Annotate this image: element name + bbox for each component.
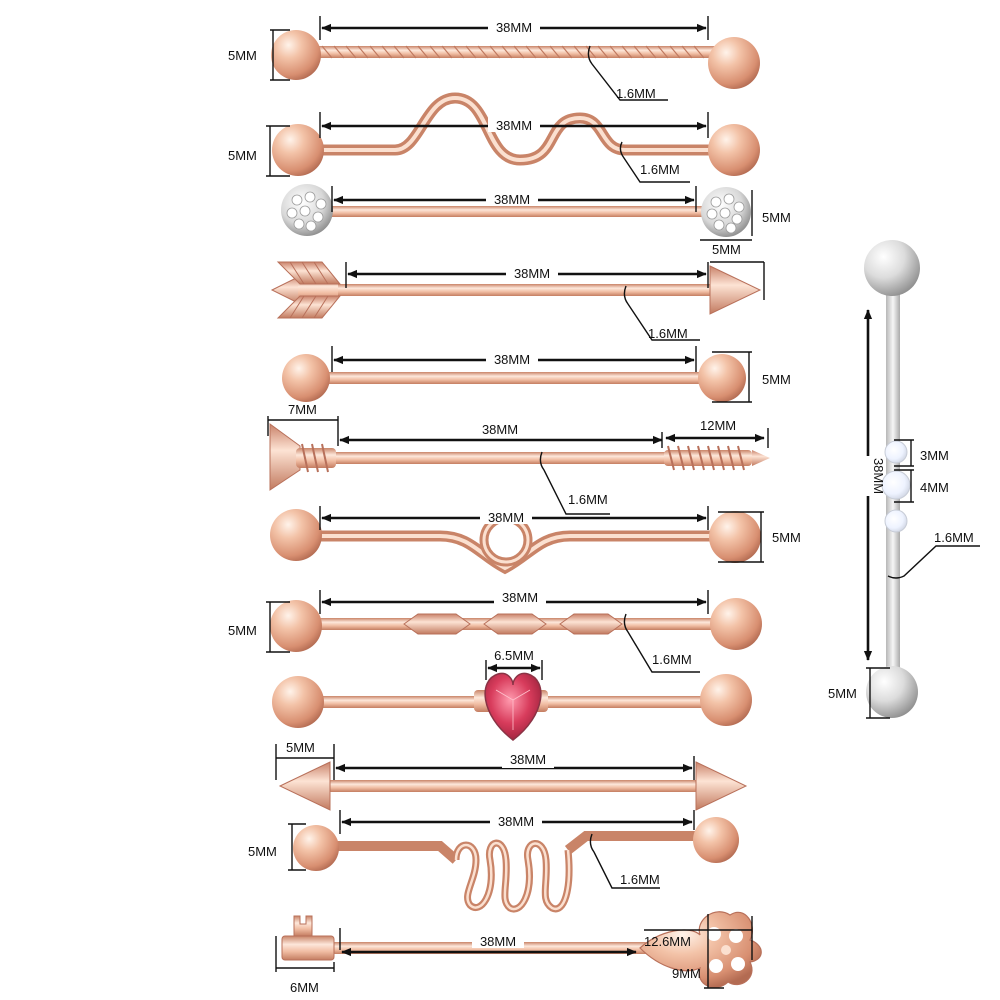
side-gauge-label: 1.6MM xyxy=(934,530,974,545)
row-3-length-label: 38MM xyxy=(494,192,530,207)
row-5-length-label: 38MM xyxy=(494,352,530,367)
row-6-length-label: 38MM xyxy=(482,422,518,437)
row-10-length-label: 38MM xyxy=(510,752,546,767)
product-twisted-bar xyxy=(271,30,760,89)
row-11-gauge-label: 1.6MM xyxy=(620,872,660,887)
row-9-heart-label: 6.5MM xyxy=(494,648,534,663)
row-6-thread-label: 12MM xyxy=(700,418,736,433)
product-loop xyxy=(270,509,761,575)
side-opal-small-label: 3MM xyxy=(920,448,949,463)
product-coil xyxy=(293,817,739,913)
product-arrow xyxy=(270,261,762,319)
dimensions-side xyxy=(860,309,980,719)
row-3-ball-height-label: 5MM xyxy=(762,210,791,225)
row-11-ball-label: 5MM xyxy=(248,844,277,859)
row-8-gauge-label: 1.6MM xyxy=(652,652,692,667)
row-12-bow-height-label: 9MM xyxy=(672,966,701,981)
product-diamond-segments xyxy=(270,598,762,652)
dimensions-row-7 xyxy=(319,506,764,563)
row-1-gauge-label: 1.6MM xyxy=(616,86,656,101)
row-12-bit-label: 6MM xyxy=(290,980,319,995)
side-opal-large-label: 4MM xyxy=(920,480,949,495)
dimensions-row-9 xyxy=(485,660,543,680)
row-6-head-label: 7MM xyxy=(288,402,317,417)
row-3-ball-width-label: 5MM xyxy=(712,242,741,257)
side-length-label: 38MM xyxy=(871,458,886,494)
product-plain-ball xyxy=(282,354,746,402)
row-11-length-label: 38MM xyxy=(498,814,534,829)
row-10-spike-label: 5MM xyxy=(286,740,315,755)
product-screw xyxy=(269,423,770,491)
row-6-gauge-label: 1.6MM xyxy=(568,492,608,507)
product-heart-gem xyxy=(272,672,752,741)
product-crystal-balls xyxy=(281,184,751,237)
row-1-ball-label: 5MM xyxy=(228,48,257,63)
row-4-gauge-label: 1.6MM xyxy=(648,326,688,341)
dimensions-row-12 xyxy=(275,914,753,989)
side-ball-label: 5MM xyxy=(828,686,857,701)
row-12-bow-width-label: 12.6MM xyxy=(644,934,691,949)
row-2-length-label: 38MM xyxy=(496,118,532,133)
row-12-length-label: 38MM xyxy=(480,934,516,949)
row-2-ball-label: 5MM xyxy=(228,148,257,163)
row-2-gauge-label: 1.6MM xyxy=(640,162,680,177)
dimensions-row-1 xyxy=(270,16,709,101)
dimensions-row-4 xyxy=(345,261,765,341)
product-wave-bar xyxy=(272,92,760,176)
row-7-length-label: 38MM xyxy=(488,510,524,525)
dimensions-row-6 xyxy=(267,416,769,515)
dimensions-row-2 xyxy=(266,112,709,183)
row-1-length-label: 38MM xyxy=(496,20,532,35)
product-silver-with-opals xyxy=(864,240,920,718)
row-8-length-label: 38MM xyxy=(502,590,538,605)
row-8-ball-label: 5MM xyxy=(228,623,257,638)
dimensions-row-10 xyxy=(275,744,695,780)
row-7-ball-label: 5MM xyxy=(772,530,801,545)
product-spikes xyxy=(278,761,748,811)
row-5-ball-label: 5MM xyxy=(762,372,791,387)
dimensions-row-8 xyxy=(266,590,709,673)
dimensions-row-11 xyxy=(288,810,695,889)
dimensions-row-5 xyxy=(331,346,752,403)
dimensions-row-3 xyxy=(331,186,753,241)
row-4-length-label: 38MM xyxy=(514,266,550,281)
